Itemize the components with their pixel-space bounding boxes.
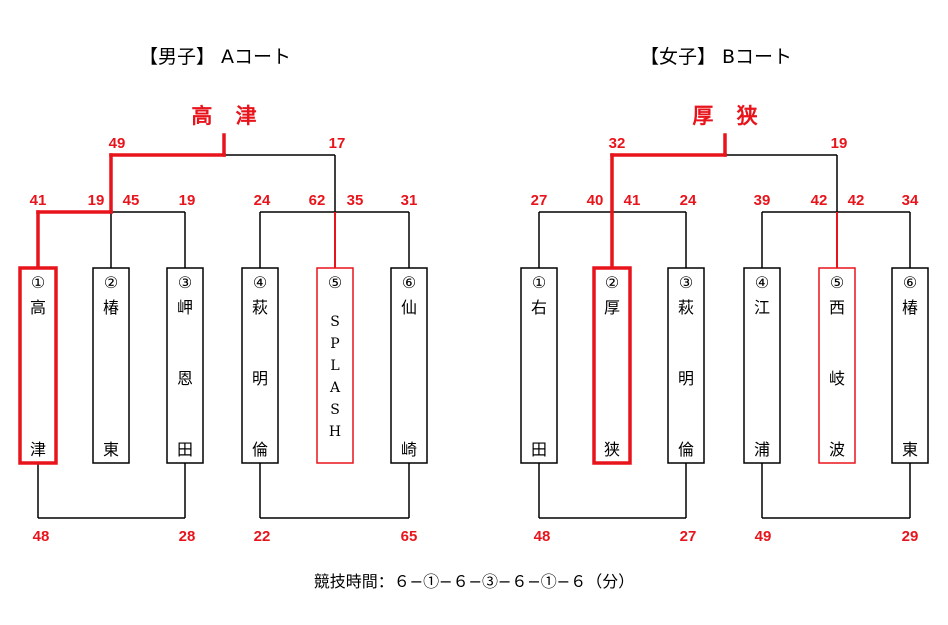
semi-score: 41 [30, 192, 47, 209]
team-name-char: 椿 [103, 298, 119, 317]
team-number: ③ [178, 273, 192, 292]
team-box [592, 266, 632, 465]
team-number: ④ [253, 273, 267, 292]
team-box [316, 267, 354, 464]
team-number: ⑥ [903, 273, 917, 292]
bracket-title: 【男子】 Aコート [139, 46, 291, 68]
team-name-char: 浦 [754, 440, 770, 459]
team-name-char: H [329, 424, 341, 440]
team-box [241, 267, 279, 464]
team-name-char: P [330, 336, 339, 352]
team-name-char: 西 [829, 298, 845, 317]
team-box [520, 267, 558, 464]
team-name-char: 江 [754, 298, 770, 317]
winner-name: 高 津 [191, 104, 264, 128]
team-name-char: 田 [531, 440, 547, 459]
team-name-char: 恩 [177, 369, 193, 388]
team-box [390, 267, 428, 464]
bottom-score: 49 [755, 528, 772, 545]
team-name-char: S [330, 402, 340, 418]
bottom-score: 65 [401, 528, 418, 545]
semi-score: 42 [848, 192, 865, 209]
team-number: ① [31, 273, 45, 292]
bottom-score: 48 [534, 528, 551, 545]
semi-score: 19 [179, 192, 196, 209]
team-name-char: 厚 [604, 298, 620, 317]
team-box [818, 267, 856, 464]
team-number: ⑤ [328, 273, 342, 292]
team-name-char: 津 [30, 440, 46, 459]
winning-path [36, 133, 226, 270]
team-name-char: 岐 [829, 369, 845, 388]
bracket-boys: 【男子】 Aコート 高 津 49 [18, 46, 428, 545]
semi-score: 24 [254, 192, 271, 209]
bottom-score: 27 [680, 528, 697, 545]
team-name-char: 高 [30, 298, 46, 317]
semi-score: 42 [811, 192, 828, 209]
bottom-score: 22 [254, 528, 271, 545]
semi-score: 34 [902, 192, 919, 209]
semi-score: 35 [347, 192, 364, 209]
team-name-char: 萩 [252, 298, 268, 317]
team-name-char: A [329, 380, 341, 396]
team-name-char: 萩 [678, 298, 694, 317]
team-name-char: 岬 [177, 298, 193, 317]
bracket-lines [538, 154, 911, 519]
team-box [166, 267, 204, 464]
team-name-char: 東 [902, 440, 918, 459]
bottom-score: 29 [902, 528, 919, 545]
team-name-char: 倫 [252, 440, 268, 459]
team-number: ⑤ [830, 273, 844, 292]
semi-score: 39 [754, 192, 771, 209]
semi-score: 27 [531, 192, 548, 209]
team-number: ③ [679, 273, 693, 292]
winner-name: 厚 狭 [692, 104, 765, 128]
team-box [18, 266, 58, 465]
team-box [743, 267, 781, 464]
semi-score: 31 [401, 192, 418, 209]
final-score: 49 [109, 135, 126, 152]
bottom-score: 48 [33, 528, 50, 545]
bracket-title: 【女子】 Bコート [640, 46, 792, 68]
team-box [92, 267, 130, 464]
team-name-char: 明 [252, 369, 268, 388]
team-name-char: 倫 [678, 440, 694, 459]
final-score: 19 [831, 135, 848, 152]
semi-score: 40 [587, 192, 604, 209]
team-box [891, 267, 929, 464]
team-name-char: 波 [829, 440, 845, 459]
semi-score: 45 [123, 192, 140, 209]
team-number: ② [104, 273, 118, 292]
bracket-girls: 【女子】 Bコート 厚 狭 32 19 27 40 [520, 46, 929, 545]
team-name-char: 右 [531, 298, 547, 317]
team-name-char: 狭 [604, 440, 620, 459]
semi-score: 24 [680, 192, 697, 209]
semi-score: 62 [309, 192, 326, 209]
final-score: 32 [609, 135, 626, 152]
team-number: ④ [755, 273, 769, 292]
winning-path [610, 133, 727, 270]
team-name-char: 椿 [902, 298, 918, 317]
team-name-char: S [330, 314, 340, 330]
team-name-char: 田 [177, 440, 193, 459]
team-name-char: 明 [678, 369, 694, 388]
team-name-char: 仙 [401, 298, 417, 317]
team-name-char: L [330, 358, 339, 374]
team-name-char: 東 [103, 440, 119, 459]
bottom-score: 28 [179, 528, 196, 545]
match-time-note: 競技時間：６−①−６−③−６−①−６（分） [314, 572, 634, 591]
team-number: ② [605, 273, 619, 292]
team-name-char: 崎 [401, 440, 417, 459]
team-number: ① [532, 273, 546, 292]
semi-score: 19 [88, 192, 105, 209]
final-score: 17 [329, 135, 346, 152]
team-box [667, 267, 705, 464]
team-number: ⑥ [402, 273, 416, 292]
semi-score: 41 [624, 192, 641, 209]
